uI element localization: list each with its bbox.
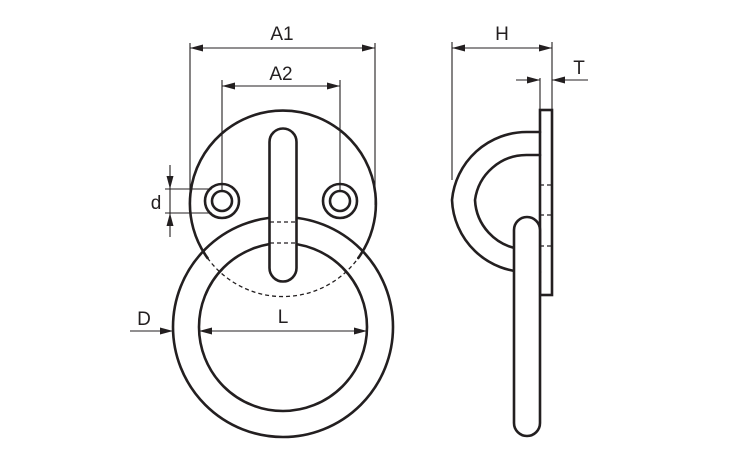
label-wire-diameter: D: [137, 309, 151, 330]
label-d-hole: d: [151, 193, 162, 214]
dimension-height: H: [452, 24, 552, 52]
dimension-ring-inner: L: [199, 307, 367, 335]
dimension-d-hole: d: [151, 165, 174, 237]
dimension-a2: A2: [222, 64, 340, 90]
front-view: A1 A2 d D L: [130, 24, 395, 439]
side-staple-outer: [450, 130, 542, 274]
side-plate: [538, 108, 554, 297]
label-a1: A1: [270, 24, 293, 45]
label-thickness: T: [573, 58, 585, 79]
staple-eye: [268, 127, 298, 283]
label-height: H: [495, 24, 509, 45]
side-ring: [512, 215, 542, 438]
side-staple-inner: [473, 153, 542, 251]
side-view: H T: [450, 24, 588, 438]
dimension-a1: A1: [190, 24, 375, 52]
base-plate-hidden-edge: [206, 257, 359, 298]
label-a2: A2: [269, 64, 292, 85]
dimension-wire-diameter: D: [130, 309, 173, 335]
label-ring-inner: L: [278, 307, 289, 328]
dimension-thickness: T: [516, 58, 588, 84]
